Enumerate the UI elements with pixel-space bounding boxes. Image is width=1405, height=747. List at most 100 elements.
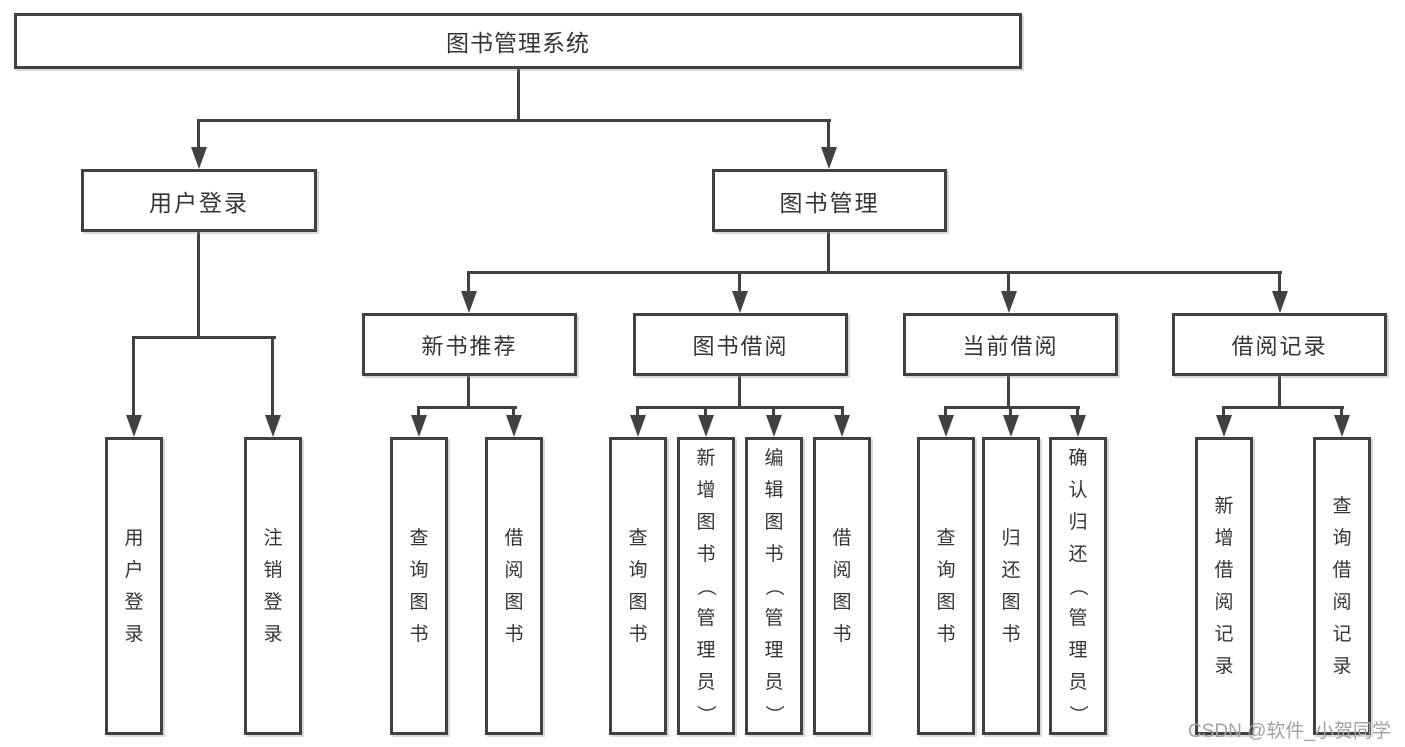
leaf-label-char: 归: [1001, 527, 1021, 549]
leaf-label-char: 理: [1068, 639, 1088, 661]
leaf-label-char: 理: [764, 639, 784, 661]
leaf-label-char: 查: [628, 527, 648, 549]
connector-line: [1340, 406, 1343, 416]
connector-line: [197, 232, 200, 337]
arrow-down-icon: [1003, 415, 1019, 437]
leaf-label-char: 图: [832, 591, 852, 613]
leaf-query-books-recommend: 查询图书: [390, 437, 448, 735]
leaf-label-char: 记: [1332, 623, 1352, 645]
leaf-label-char: 录: [124, 623, 144, 645]
connector-line: [704, 406, 707, 416]
leaf-label-char: 图: [628, 591, 648, 613]
leaf-add-borrow-record: 新增借阅记录: [1195, 437, 1253, 735]
csdn-watermark: CSDN @软件_小贺同学: [1188, 721, 1391, 742]
leaf-label-char: 销: [263, 559, 283, 581]
node-label: 图书管理: [779, 189, 880, 216]
leaf-label-char: 还: [1001, 559, 1021, 581]
leaf-label-char: 书: [696, 543, 716, 565]
connector-line: [517, 69, 520, 120]
connector-line: [467, 376, 470, 408]
arrow-down-icon: [265, 415, 281, 437]
leaf-label-char: 阅: [832, 559, 852, 581]
connector-line: [738, 271, 741, 291]
leaf-label-char: 书: [1001, 623, 1021, 645]
connector-line: [1007, 271, 1010, 291]
node-current-borrowing: 当前借阅: [903, 313, 1118, 376]
leaf-label-char: 记: [1214, 623, 1234, 645]
arrow-down-icon: [461, 291, 477, 313]
leaf-label-char: 书: [409, 623, 429, 645]
node-borrowing-records: 借阅记录: [1172, 313, 1387, 376]
connector-line: [1278, 376, 1281, 408]
leaf-logout: 注销登录: [244, 437, 302, 735]
leaf-label-char: 还: [1068, 543, 1088, 565]
leaf-label-char: 书: [504, 623, 524, 645]
node-label: 当前借阅: [962, 333, 1059, 359]
leaf-label-char: 询: [1332, 527, 1352, 549]
connector-line: [827, 119, 830, 147]
leaf-user-login: 用户登录: [105, 437, 163, 735]
leaf-confirm-return-admin: 确认归还（管理员）: [1049, 437, 1107, 735]
leaf-label-char: 询: [936, 559, 956, 581]
leaf-label-char: 理: [696, 639, 716, 661]
leaf-label-char: 阅: [1332, 591, 1352, 613]
connector-line: [271, 336, 274, 415]
connector-line: [772, 406, 775, 416]
connector-line: [944, 406, 1080, 409]
leaf-label-char: （: [695, 576, 717, 596]
leaf-label-char: 归: [1068, 511, 1088, 533]
connector-line: [827, 232, 830, 272]
leaf-label-char: 阅: [1214, 591, 1234, 613]
connector-line: [132, 336, 276, 339]
leaf-query-books-borrowing: 查询图书: [609, 437, 667, 735]
node-label: 图书管理系统: [446, 30, 590, 56]
connector-line: [636, 406, 639, 416]
leaf-label-char: 确: [1068, 447, 1088, 469]
leaf-add-book-admin: 新增图书（管理员）: [677, 437, 735, 735]
arrow-down-icon: [1272, 291, 1288, 313]
leaf-label-char: 登: [124, 591, 144, 613]
node-user-login: 用户登录: [81, 169, 317, 232]
leaf-label-char: 阅: [504, 559, 524, 581]
leaf-label-char: 查: [1332, 495, 1352, 517]
leaf-label-char: 新: [696, 447, 716, 469]
node-book-management: 图书管理: [712, 169, 947, 232]
leaf-label-char: 录: [1214, 655, 1234, 677]
arrow-down-icon: [506, 415, 522, 437]
leaf-label-char: 员: [1068, 671, 1088, 693]
leaf-label-char: 员: [764, 671, 784, 693]
leaf-query-books-current: 查询图书: [917, 437, 975, 735]
node-label: 图书借阅: [692, 333, 789, 359]
leaf-label-char: 书: [628, 623, 648, 645]
leaf-label-char: 录: [263, 623, 283, 645]
connector-line: [467, 271, 1282, 274]
arrow-down-icon: [411, 415, 427, 437]
leaf-label-char: 书: [764, 543, 784, 565]
connector-line: [1222, 406, 1344, 409]
arrow-down-icon: [834, 415, 850, 437]
leaf-label-char: 管: [764, 607, 784, 629]
arrow-down-icon: [732, 291, 748, 313]
leaf-label-char: 户: [124, 559, 144, 581]
leaf-label-char: 图: [504, 591, 524, 613]
leaf-label-char: 图: [936, 591, 956, 613]
arrow-down-icon: [1070, 415, 1086, 437]
leaf-label-char: 图: [764, 511, 784, 533]
leaf-label-char: 认: [1068, 479, 1088, 501]
arrow-down-icon: [938, 415, 954, 437]
node-root-system: 图书管理系统: [14, 13, 1022, 69]
arrow-down-icon: [126, 415, 142, 437]
connector-line: [512, 406, 515, 416]
arrow-down-icon: [630, 415, 646, 437]
connector-line: [1278, 271, 1281, 291]
leaf-label-char: 录: [1332, 655, 1352, 677]
connector-line: [1076, 406, 1079, 416]
leaf-label-char: 查: [936, 527, 956, 549]
node-label: 用户登录: [149, 189, 249, 216]
leaf-label-char: 注: [263, 527, 283, 549]
arrow-down-icon: [191, 147, 207, 169]
arrow-down-icon: [1001, 291, 1017, 313]
leaf-label-char: 询: [409, 559, 429, 581]
connector-line: [417, 406, 420, 416]
